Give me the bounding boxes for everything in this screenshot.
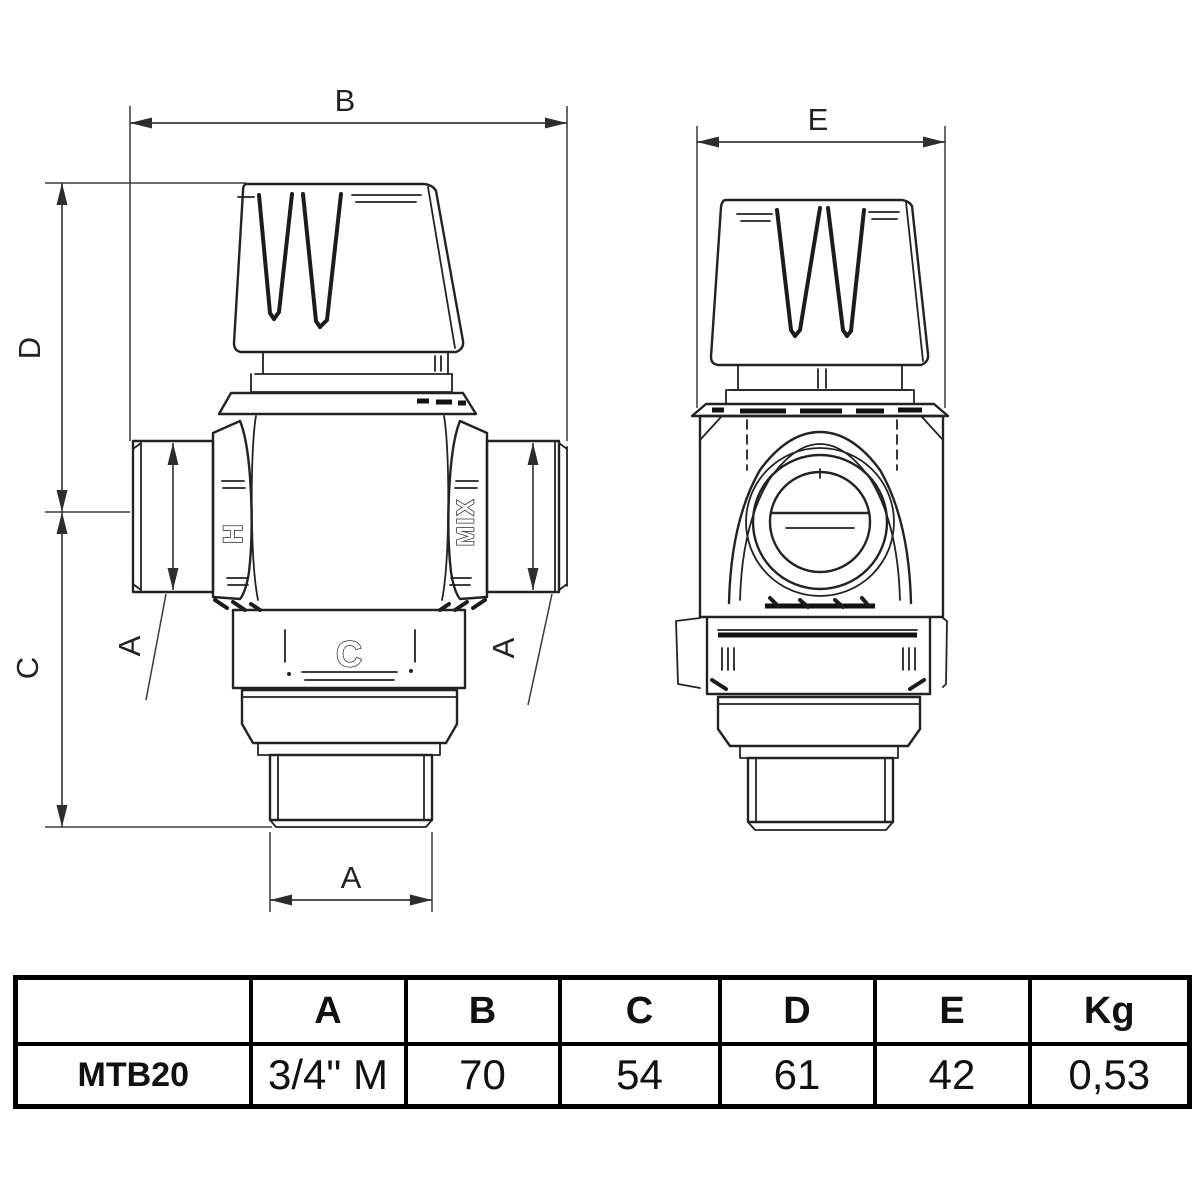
cold-inlet-label: C xyxy=(336,634,362,675)
cell-kg: 0,53 xyxy=(1027,1042,1192,1109)
cell-d: 61 xyxy=(717,1042,877,1109)
header-a: A xyxy=(248,975,408,1046)
mix-outlet-label: MIX xyxy=(453,498,480,547)
header-model xyxy=(13,975,253,1046)
cell-model: MTB20 xyxy=(13,1042,253,1109)
spec-table-header-row: A B C D E Kg xyxy=(13,975,1192,1046)
dimension-c: C xyxy=(10,512,272,828)
side-bottom-port xyxy=(746,756,895,831)
dim-label-b: B xyxy=(335,83,356,118)
dim-label-e: E xyxy=(808,102,829,137)
union-nut xyxy=(240,688,459,756)
side-neck-collar xyxy=(690,364,950,418)
header-b: B xyxy=(403,975,562,1046)
dim-label-a-right: A xyxy=(486,637,521,658)
dim-label-d: D xyxy=(12,337,47,359)
header-c: C xyxy=(557,975,722,1046)
spec-table-data-row: MTB20 3/4" M 70 54 61 42 0,53 xyxy=(13,1042,1192,1109)
valve-body: H MIX xyxy=(211,415,489,612)
dimension-a-left-port: A xyxy=(112,443,179,701)
side-knob xyxy=(709,198,930,367)
dim-label-a-bottom: A xyxy=(341,860,362,895)
valve-drawing-canvas: B D C xyxy=(10,83,950,912)
side-lower-body xyxy=(705,615,932,696)
header-e: E xyxy=(872,975,1032,1046)
cell-b: 70 xyxy=(403,1042,562,1109)
dimension-e: E xyxy=(696,102,946,408)
side-view: E xyxy=(675,102,950,831)
lower-body: C xyxy=(231,608,467,690)
front-view: B D C xyxy=(10,83,568,912)
left-port-hot xyxy=(131,439,215,594)
thermostatic-knob xyxy=(232,182,465,354)
dimension-d: D xyxy=(12,182,246,513)
bottom-port-cold xyxy=(268,753,434,828)
dim-label-a-left: A xyxy=(112,635,147,656)
header-kg: Kg xyxy=(1027,975,1192,1046)
body-flange xyxy=(217,391,478,416)
right-port-mix xyxy=(485,439,568,594)
dimension-a-right-port: A xyxy=(486,443,553,706)
dimension-b: B xyxy=(129,83,568,441)
cell-e: 42 xyxy=(872,1042,1032,1109)
hot-inlet-label: H xyxy=(218,524,248,544)
side-union-nut xyxy=(716,695,922,759)
header-d: D xyxy=(717,975,877,1046)
dimension-a-bottom: A xyxy=(269,832,433,912)
dim-label-c: C xyxy=(10,657,45,679)
dimension-spec-table: A B C D E Kg MTB20 3/4" M 70 54 61 42 0,… xyxy=(13,975,1192,1109)
knob-neck-collar xyxy=(250,351,453,393)
side-body xyxy=(675,414,948,689)
cell-c: 54 xyxy=(557,1042,722,1109)
cell-a: 3/4" M xyxy=(248,1042,408,1109)
